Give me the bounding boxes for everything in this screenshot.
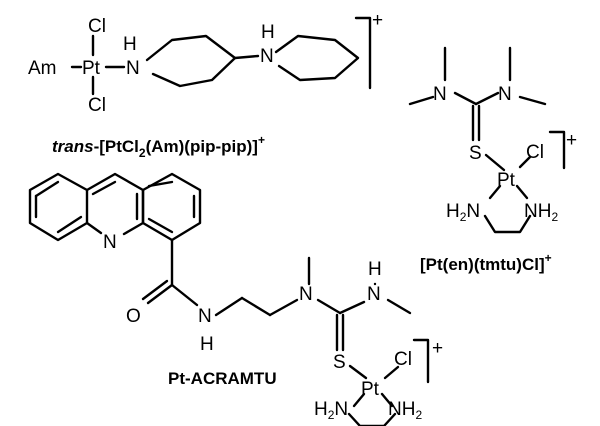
atom-pt: Pt (82, 58, 101, 79)
bonds-structure-3 (28, 172, 430, 426)
atom-h2n: H2N (446, 201, 480, 224)
atom-h: H (368, 259, 382, 280)
atom-h: H (261, 22, 275, 43)
caption-trans-ptcl2-am-pip-pip: trans-[PtCl2(Am)(pip-pip)]+ (52, 133, 265, 160)
charge-sign: + (432, 338, 443, 359)
charge-sign: + (372, 10, 383, 31)
atom-h: H (123, 34, 137, 55)
atom-o: O (126, 306, 141, 327)
structure-pt-en-tmtu-cl: N N S Pt Cl H2N NH2 + (408, 46, 577, 234)
caption-pt-acramtu: Pt-ACRAMTU (168, 369, 277, 388)
atom-n: N (498, 84, 512, 105)
atom-n: N (260, 46, 274, 67)
bonds-structure-1 (70, 16, 372, 96)
atom-nh2: NH2 (524, 201, 558, 224)
atom-s: S (469, 143, 482, 164)
atom-n: N (367, 284, 381, 305)
atom-cl: Cl (88, 16, 106, 37)
atom-pt: Pt (497, 170, 516, 191)
structure-trans-ptcl2-am-pip-pip: Cl Am Pt N H Cl N H + (28, 10, 383, 116)
atom-nh2: NH2 (388, 399, 422, 422)
atom-n: N (103, 232, 117, 253)
atom-n: N (198, 306, 212, 327)
atom-cl: Cl (88, 95, 106, 116)
atom-am: Am (28, 58, 57, 79)
atom-s: S (333, 352, 346, 373)
structure-pt-acramtu: N O N H N N H S Pt Cl H2N NH2 + (28, 172, 443, 426)
caption-pt-en-tmtu-cl: [Pt(en)(tmtu)Cl]+ (420, 251, 552, 274)
atom-cl: Cl (394, 349, 412, 370)
atom-h: H (200, 334, 214, 355)
atom-h2n: H2N (314, 399, 348, 422)
bonds-structure-2 (408, 46, 566, 234)
atom-cl: Cl (526, 142, 544, 163)
atom-n: N (299, 284, 313, 305)
atom-n: N (433, 84, 447, 105)
atom-pt: Pt (361, 379, 380, 400)
charge-sign: + (566, 130, 577, 151)
atom-n: N (126, 58, 140, 79)
